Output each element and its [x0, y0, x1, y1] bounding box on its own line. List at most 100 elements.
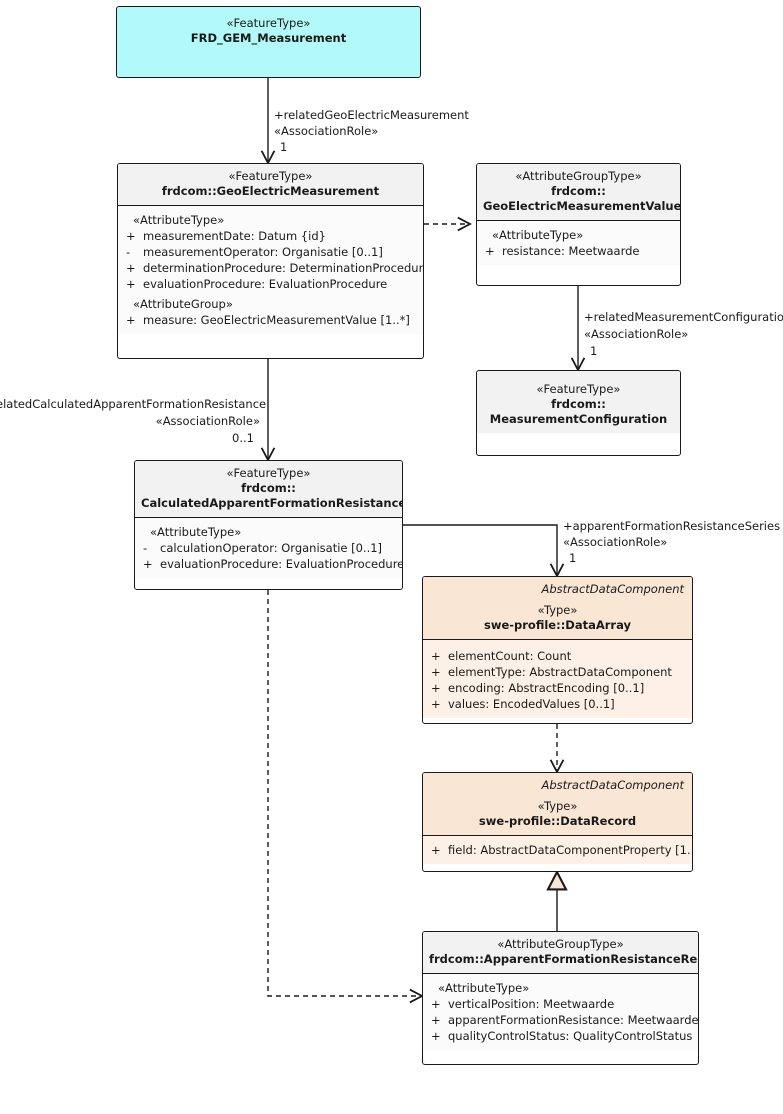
attribute-group-label: «AttributeGroup» — [133, 297, 233, 311]
attribute-row: + evaluationProcedure: EvaluationProcedur… — [139, 556, 402, 572]
visibility-marker: + — [143, 557, 153, 571]
visibility-marker: + — [431, 697, 441, 711]
attribute-row: + encoding: AbstractEncoding [0..1] — [427, 680, 688, 696]
visibility-marker: + — [431, 649, 441, 663]
attribute-text: field: AbstractDataComponentProperty [1.… — [448, 843, 693, 857]
attribute-text: calculationOperator: Organisatie [0..1] — [160, 541, 383, 555]
attribute-text: resistance: Meetwaarde — [502, 244, 640, 258]
attribute-text: apparentFormationResistance: Meetwaarde — [448, 1013, 699, 1027]
class-calculated-apparent-formation-resistance[interactable]: «FeatureType» frdcom:: CalculatedApparen… — [134, 460, 403, 590]
class-attribute-compartment: «AttributeType» -calculationOperator: Or… — [135, 518, 402, 578]
association-label-related-measurement-configuration: +relatedMeasurementConfiguration — [584, 310, 783, 324]
attribute-row: + evaluationProcedure: EvaluationProcedur… — [122, 276, 419, 292]
visibility-marker: + — [126, 261, 136, 275]
visibility-marker: + — [431, 1029, 441, 1043]
visibility-marker: + — [431, 1013, 441, 1027]
attribute-group-label: «AttributeType» — [133, 213, 225, 227]
class-name: FRD_GEM_Measurement — [190, 31, 347, 45]
association-stereotype-apparent-formation-resistance-series: «AssociationRole» — [563, 535, 668, 549]
association-label-related-calculated-apparent-formation-resistance: elatedCalculatedApparentFormationResista… — [0, 397, 267, 411]
class-name: frdcom::ApparentFormationResistanceRecor… — [429, 952, 699, 966]
visibility-marker: - — [126, 245, 131, 259]
class-stereotype: «Type» — [537, 799, 578, 813]
attribute-text: determinationProcedure: DeterminationPro… — [143, 261, 424, 275]
attribute-group-label: «AttributeType» — [492, 228, 584, 242]
class-stereotype: «AttributeGroupType» — [515, 169, 642, 183]
class-attribute-compartment: «AttributeType» + resistance: Meetwaarde — [477, 221, 680, 265]
class-stereotype: «FeatureType» — [226, 16, 311, 30]
class-stereotype: «FeatureType» — [228, 169, 313, 183]
class-data-array[interactable]: AbstractDataComponent «Type» swe-profile… — [422, 576, 693, 724]
attribute-text: qualityControlStatus: QualityControlStat… — [448, 1029, 693, 1043]
attribute-row: + verticalPosition: Meetwaarde — [427, 996, 694, 1012]
attribute-group-label: «AttributeType» — [150, 525, 242, 539]
class-attribute-compartment: «AttributeType» + measurementDate: Datum … — [118, 206, 423, 334]
visibility-marker: + — [126, 313, 136, 327]
class-name-line2: GeoElectricMeasurementValue — [483, 199, 681, 213]
class-name-line1: frdcom:: — [551, 184, 606, 198]
association-label-related-geoelectric-measurement: +relatedGeoElectricMeasurement — [274, 108, 469, 122]
attribute-row: + measure: GeoElectricMeasurementValue [1… — [122, 312, 419, 328]
abstract-parent-label: AbstractDataComponent — [541, 582, 685, 596]
class-data-record[interactable]: AbstractDataComponent «Type» swe-profile… — [422, 772, 693, 872]
association-stereotype-related-calculated-apparent-formation-resistance: «AssociationRole» — [155, 414, 260, 428]
attribute-row: + field: AbstractDataComponentProperty [1… — [427, 842, 692, 858]
attribute-text: verticalPosition: Meetwaarde — [448, 997, 615, 1011]
visibility-marker: + — [126, 277, 136, 291]
attribute-text: measurementOperator: Organisatie [0..1] — [143, 245, 383, 259]
class-stereotype: «AttributeGroupType» — [497, 937, 624, 951]
attribute-row: + values: EncodedValues [0..1] — [427, 696, 688, 712]
class-frd-gem-measurement[interactable]: «FeatureType» FRD_GEM_Measurement — [116, 6, 421, 78]
association-multiplicity-apparent-formation-resistance-series: 1 — [569, 551, 577, 565]
visibility-marker: + — [431, 681, 441, 695]
class-attribute-compartment: «AttributeType» + verticalPosition: Meetw… — [423, 974, 698, 1050]
class-stereotype: «FeatureType» — [226, 466, 311, 480]
attribute-row: + determinationProcedure: DeterminationPr… — [122, 260, 423, 276]
visibility-marker: + — [431, 665, 441, 679]
class-stereotype: «FeatureType» — [536, 382, 621, 396]
visibility-marker: + — [431, 997, 441, 1011]
attribute-text: evaluationProcedure: EvaluationProcedure — [143, 277, 388, 291]
attribute-text: elementType: AbstractDataComponent — [448, 665, 672, 679]
attribute-row: + qualityControlStatus: QualityControlSta… — [427, 1028, 694, 1044]
attribute-text: values: EncodedValues [0..1] — [448, 697, 615, 711]
class-name-line2: MeasurementConfiguration — [489, 412, 668, 426]
visibility-marker: + — [485, 244, 495, 258]
association-multiplicity-related-calculated-apparent-formation-resistance: 0..1 — [232, 431, 254, 445]
association-stereotype-related-geoelectric-measurement: «AssociationRole» — [274, 124, 379, 138]
visibility-marker: + — [126, 229, 136, 243]
attribute-text: elementCount: Count — [448, 649, 572, 663]
class-measurement-configuration[interactable]: «FeatureType» frdcom:: MeasurementConfig… — [476, 370, 681, 456]
class-geoelectric-measurement[interactable]: «FeatureType» frdcom::GeoElectricMeasure… — [117, 163, 424, 359]
attribute-text: encoding: AbstractEncoding [0..1] — [448, 681, 645, 695]
attribute-text: evaluationProcedure: EvaluationProcedure — [160, 557, 403, 571]
association-label-apparent-formation-resistance-series: +apparentFormationResistanceSeries — [563, 519, 781, 533]
class-name-line1: frdcom:: — [241, 481, 296, 495]
class-name: swe-profile::DataArray — [483, 618, 632, 632]
class-attribute-compartment: + field: AbstractDataComponentProperty [1… — [423, 836, 692, 864]
class-stereotype: «Type» — [537, 603, 578, 617]
class-name: frdcom::GeoElectricMeasurement — [161, 184, 380, 198]
visibility-marker: - — [143, 541, 148, 555]
class-attribute-compartment: + elementCount: Count + elementType: Abstr… — [423, 640, 692, 718]
attribute-row: + elementCount: Count — [427, 648, 688, 664]
class-name-line1: frdcom:: — [551, 397, 606, 411]
visibility-marker: + — [431, 843, 441, 857]
abstract-parent-label: AbstractDataComponent — [541, 778, 685, 792]
attribute-group-label: «AttributeType» — [438, 981, 530, 995]
attribute-row: + measurementDate: Datum {id} — [122, 228, 419, 244]
attribute-text: measure: GeoElectricMeasurementValue [1.… — [143, 313, 410, 327]
association-multiplicity-related-geoelectric-measurement: 1 — [280, 140, 288, 154]
association-stereotype-related-measurement-configuration: «AssociationRole» — [584, 327, 689, 341]
attribute-row: -measurementOperator: Organisatie [0..1] — [122, 244, 419, 260]
class-name: swe-profile::DataRecord — [478, 814, 637, 828]
class-geoelectric-measurement-value[interactable]: «AttributeGroupType» frdcom:: GeoElectri… — [476, 163, 681, 286]
attribute-row: + elementType: AbstractDataComponent — [427, 664, 688, 680]
attribute-row: + apparentFormationResistance: Meetwaarde — [427, 1012, 698, 1028]
class-name-line2: CalculatedApparentFormationResistance — [141, 496, 403, 510]
association-multiplicity-related-measurement-configuration: 1 — [590, 344, 598, 358]
attribute-row: -calculationOperator: Organisatie [0..1] — [139, 540, 398, 556]
class-apparent-formation-resistance-record[interactable]: «AttributeGroupType» frdcom::ApparentFor… — [422, 931, 699, 1065]
attribute-text: measurementDate: Datum {id} — [143, 229, 326, 243]
